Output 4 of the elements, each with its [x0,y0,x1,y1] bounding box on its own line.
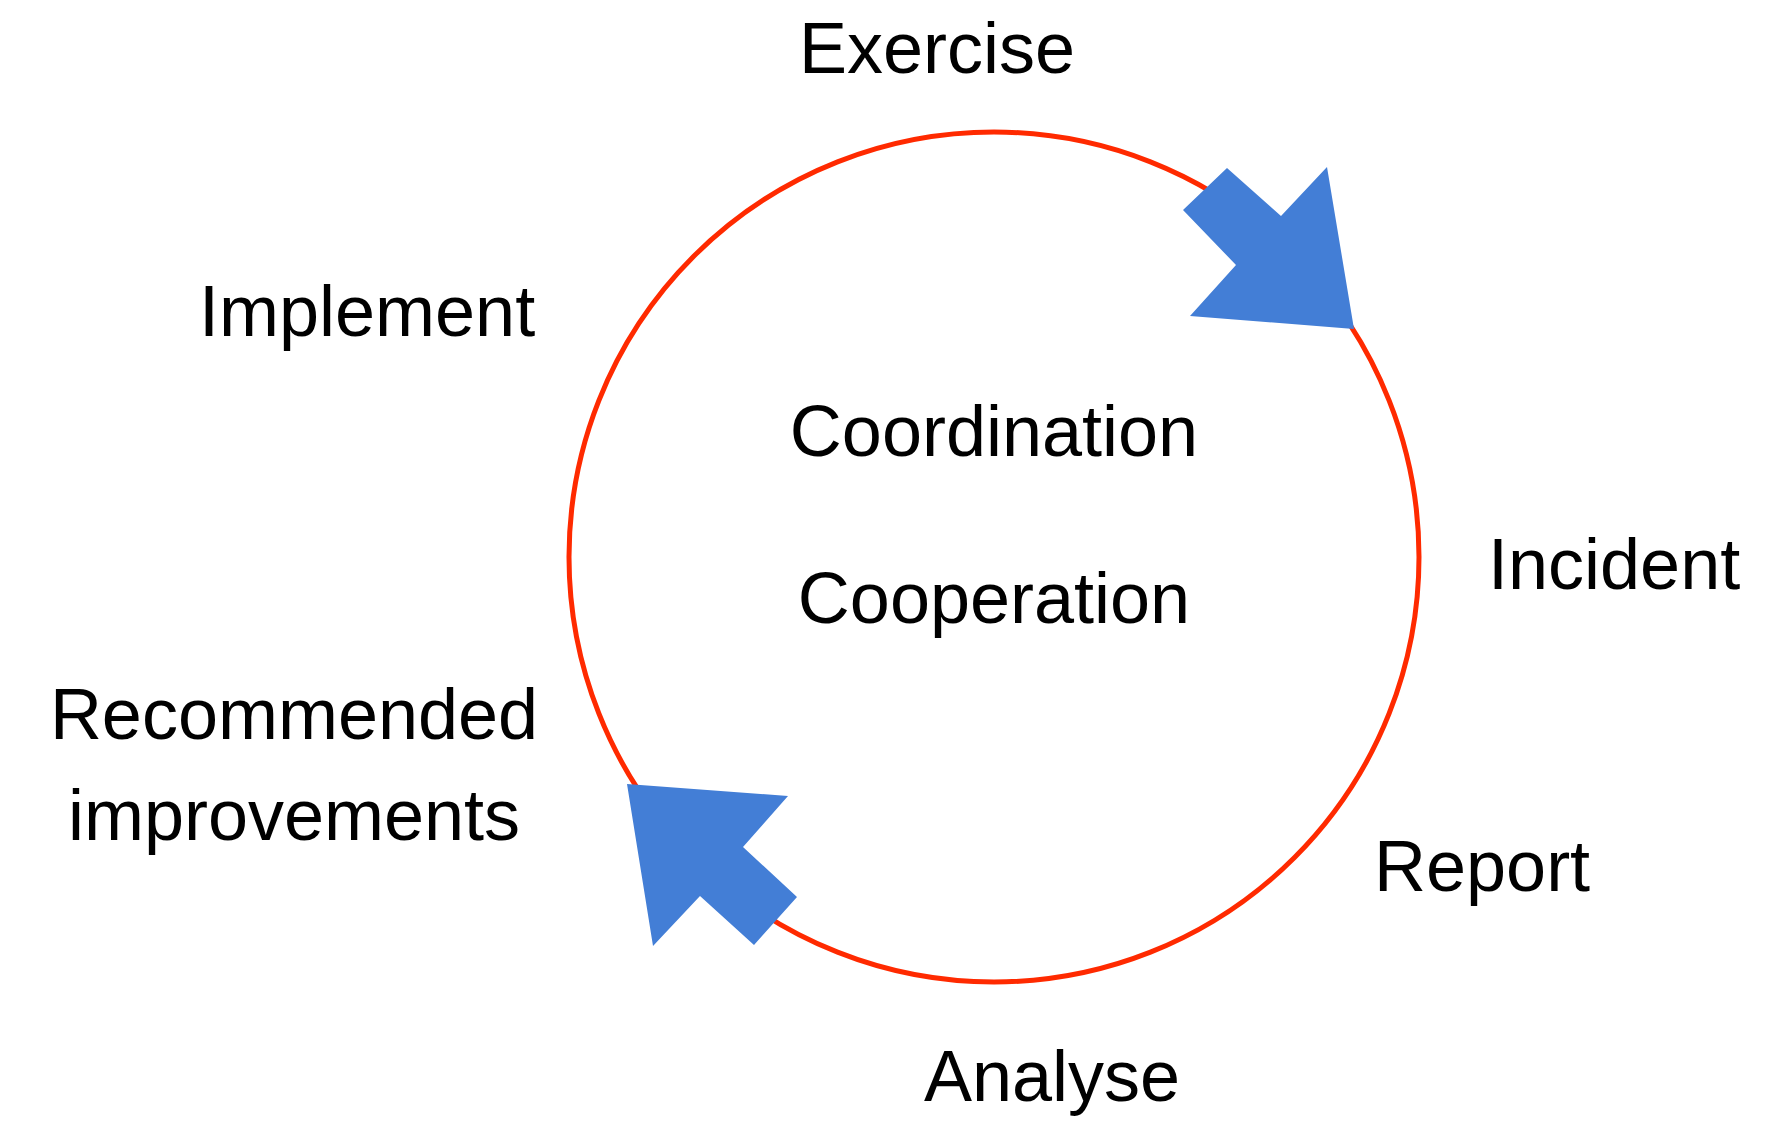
stage-label: Recommended improvements [48,673,540,857]
center-text: Coordination [789,395,1199,467]
stage-label: Exercise [798,12,1076,84]
stage-label: Incident [1488,528,1741,600]
